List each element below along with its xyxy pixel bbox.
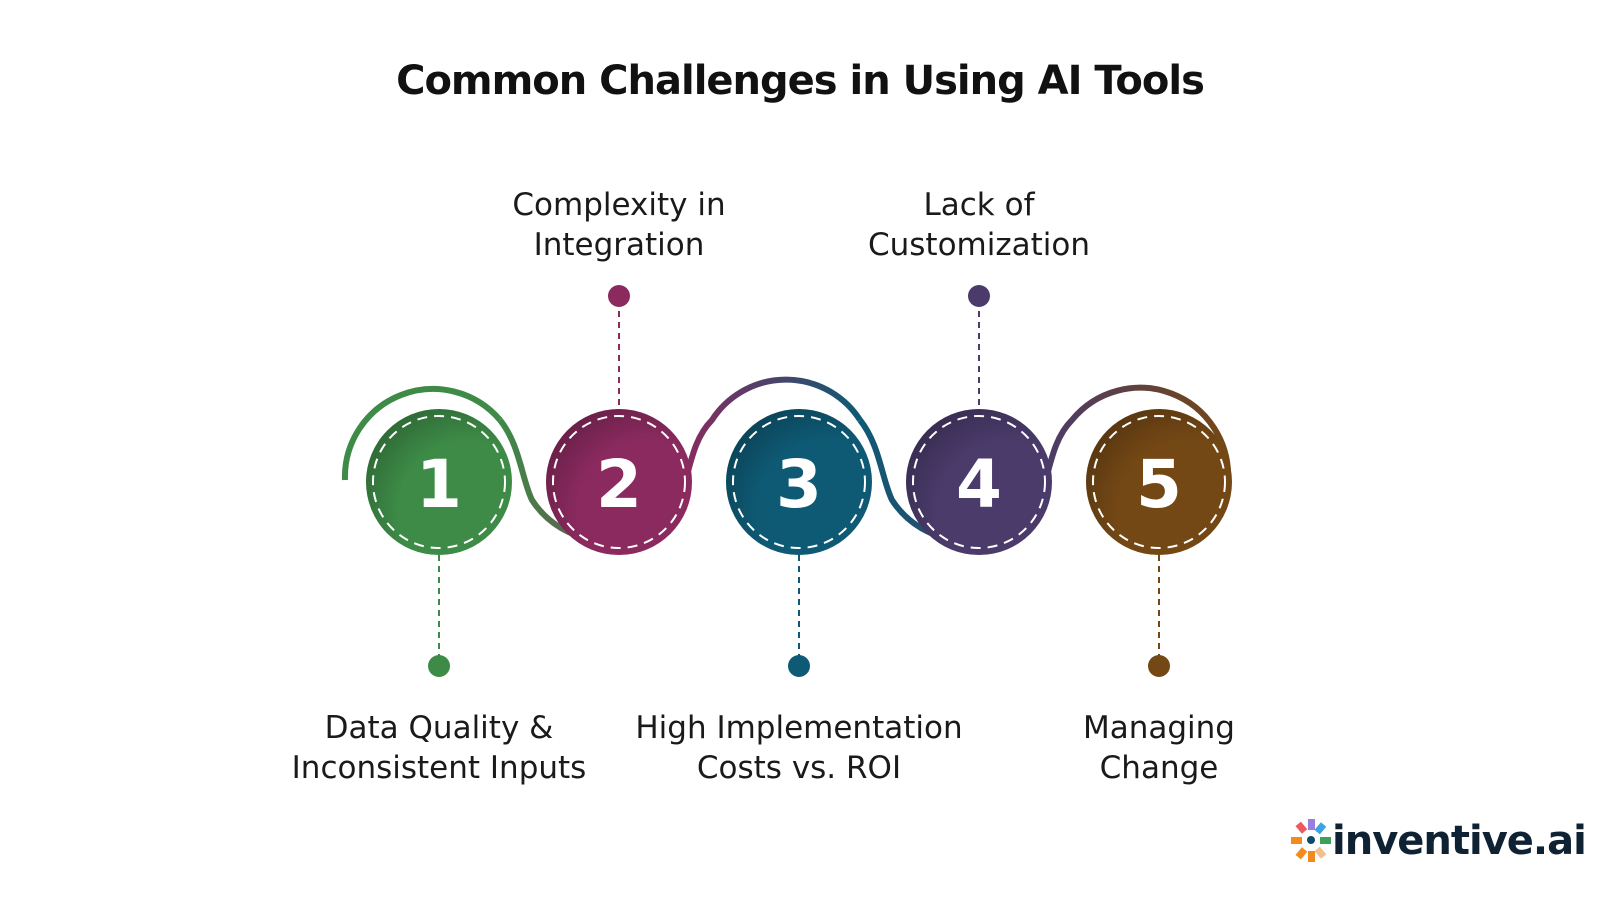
step-label-3-line2: Costs vs. ROI [696,750,902,786]
step-label-2-line2: Integration [533,227,705,263]
dot-2 [608,285,630,307]
step-circle-5: 5 [1086,409,1232,555]
step-label-5: Managing Change [989,708,1329,788]
pinwheel-logo-icon [1291,819,1331,862]
svg-text:5: 5 [1136,446,1182,523]
dot-3 [788,655,810,677]
step-label-3-line1: High Implementation [635,710,963,746]
step-label-4: Lack of Customization [809,185,1149,265]
step-label-1-line2: Inconsistent Inputs [291,750,587,786]
svg-text:4: 4 [956,446,1002,523]
step-label-2-line1: Complexity in [512,187,726,223]
step-label-5-line1: Managing [1082,710,1235,746]
wave-connector [341,376,1232,544]
dot-5 [1148,655,1170,677]
svg-text:2: 2 [596,446,642,523]
step-label-1: Data Quality & Inconsistent Inputs [269,708,609,788]
svg-text:3: 3 [776,446,822,523]
dot-1 [428,655,450,677]
step-label-4-line2: Customization [867,227,1091,263]
step-label-3: High Implementation Costs vs. ROI [629,708,969,788]
step-label-4-line1: Lack of [923,187,1035,223]
step-label-5-line2: Change [1099,750,1219,786]
step-circle-2: 2 [546,409,692,555]
step-circle-1: 1 [366,409,512,555]
brand-name: inventive.ai [1332,818,1587,864]
page-title: Common Challenges in Using AI Tools [396,58,1205,104]
step-circle-4: 4 [906,409,1052,555]
svg-text:1: 1 [416,446,462,523]
dot-4 [968,285,990,307]
step-label-2: Complexity in Integration [449,185,789,265]
step-label-1-line1: Data Quality & [324,710,554,746]
step-circle-3: 3 [726,409,872,555]
brand-logo: inventive.ai [1290,818,1587,864]
